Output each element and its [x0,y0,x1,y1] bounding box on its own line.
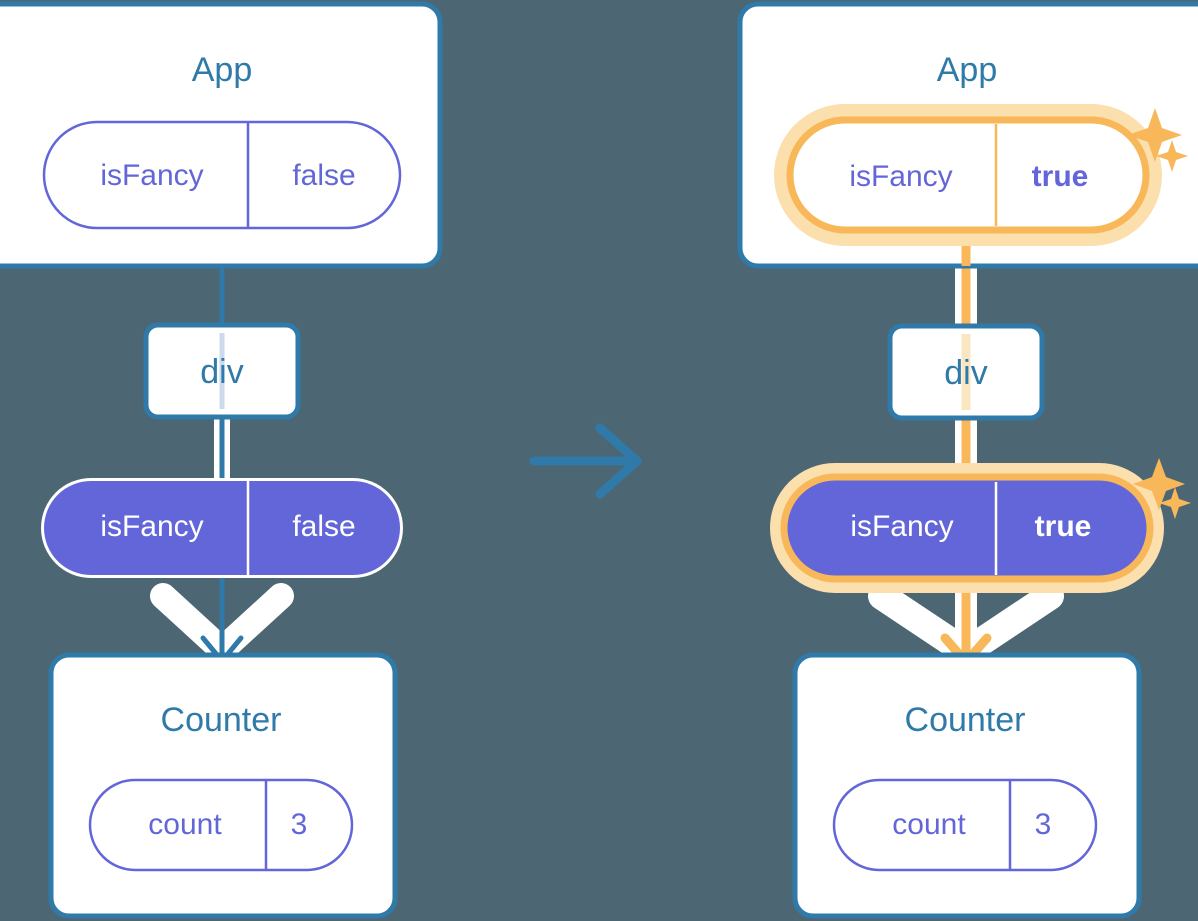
div-label: div [200,353,243,391]
sparkle-icon-large [1133,458,1185,510]
counter-state-pill-before[interactable]: count 3 [88,778,354,872]
pill-body [786,116,1150,234]
counter-title-after: Counter [905,701,1026,739]
prop-pill-glow [770,463,1164,593]
sparkle-icon-small [1159,487,1191,519]
prop-pill-name: isFancy [100,510,203,543]
right-arrow-icon [529,423,642,499]
sparkle-icon-large [1128,108,1182,162]
pill-value: 3 [291,808,308,841]
prop-pill-value: false [292,510,355,543]
pill-glow [774,104,1162,246]
div-node-before[interactable]: div [143,322,301,420]
div-node-after[interactable]: div [887,323,1045,421]
arrow-halo-right-before [209,583,294,663]
app-state-pill-before[interactable]: isFancy false [42,120,402,230]
counter-title-before: Counter [161,701,282,739]
prop-pill-value: true [1035,510,1092,543]
arrow-halo-left-before [150,583,235,663]
pill-body [42,120,402,230]
counter-state-pill-after[interactable]: count 3 [832,778,1098,872]
pill-name: isFancy [849,160,952,193]
pill-value: false [292,159,355,192]
prop-pill-name: isFancy [850,510,953,543]
pill-name: count [892,808,966,841]
pill-body [832,778,1098,872]
pill-name: count [148,808,222,841]
pill-name: isFancy [100,159,203,192]
div-label: div [944,354,987,392]
app-title-after: App [937,51,998,89]
app-state-pill-after[interactable]: isFancy true [774,104,1188,246]
prop-pill-before[interactable]: isFancy false [41,478,403,578]
pill-value: true [1032,160,1089,193]
pill-body [88,778,354,872]
prop-pill-body [44,481,400,575]
app-title-before: App [192,51,253,89]
prop-pill-body [780,473,1154,583]
pill-value: 3 [1035,808,1052,841]
prop-pill-after[interactable]: isFancy true [770,458,1191,593]
sparkle-icon-small [1156,140,1188,172]
